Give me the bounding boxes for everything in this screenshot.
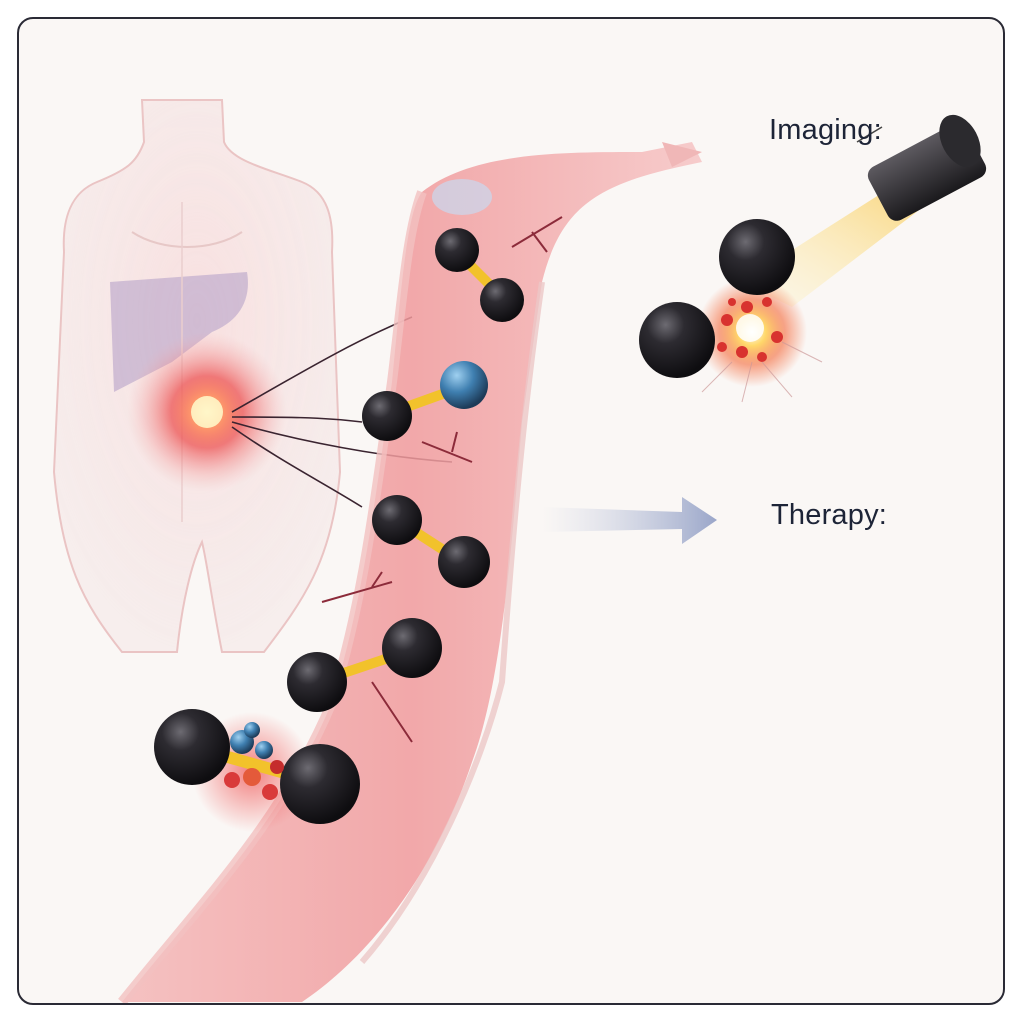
dumbbell-nanoparticle-icon bbox=[372, 495, 490, 588]
flow-arrow-icon bbox=[542, 497, 717, 544]
scene-canvas bbox=[52, 99, 987, 1003]
therapy-label: Therapy: bbox=[771, 499, 888, 531]
dumbbell-nanoparticle-icon bbox=[435, 228, 524, 322]
imaging-label: Imaging: bbox=[769, 114, 882, 146]
light-probe-icon bbox=[856, 114, 987, 221]
target-binding-icon bbox=[154, 709, 360, 832]
blood-vessel-icon bbox=[118, 142, 702, 1003]
illustration-frame: Imaging: Therapy: bbox=[17, 17, 1005, 1005]
imaging-panel bbox=[639, 114, 987, 403]
flow-arrow-icon bbox=[662, 142, 702, 167]
dumbbell-nanoparticle-icon bbox=[287, 618, 442, 712]
dumbbell-nanoparticle-icon bbox=[362, 361, 488, 441]
